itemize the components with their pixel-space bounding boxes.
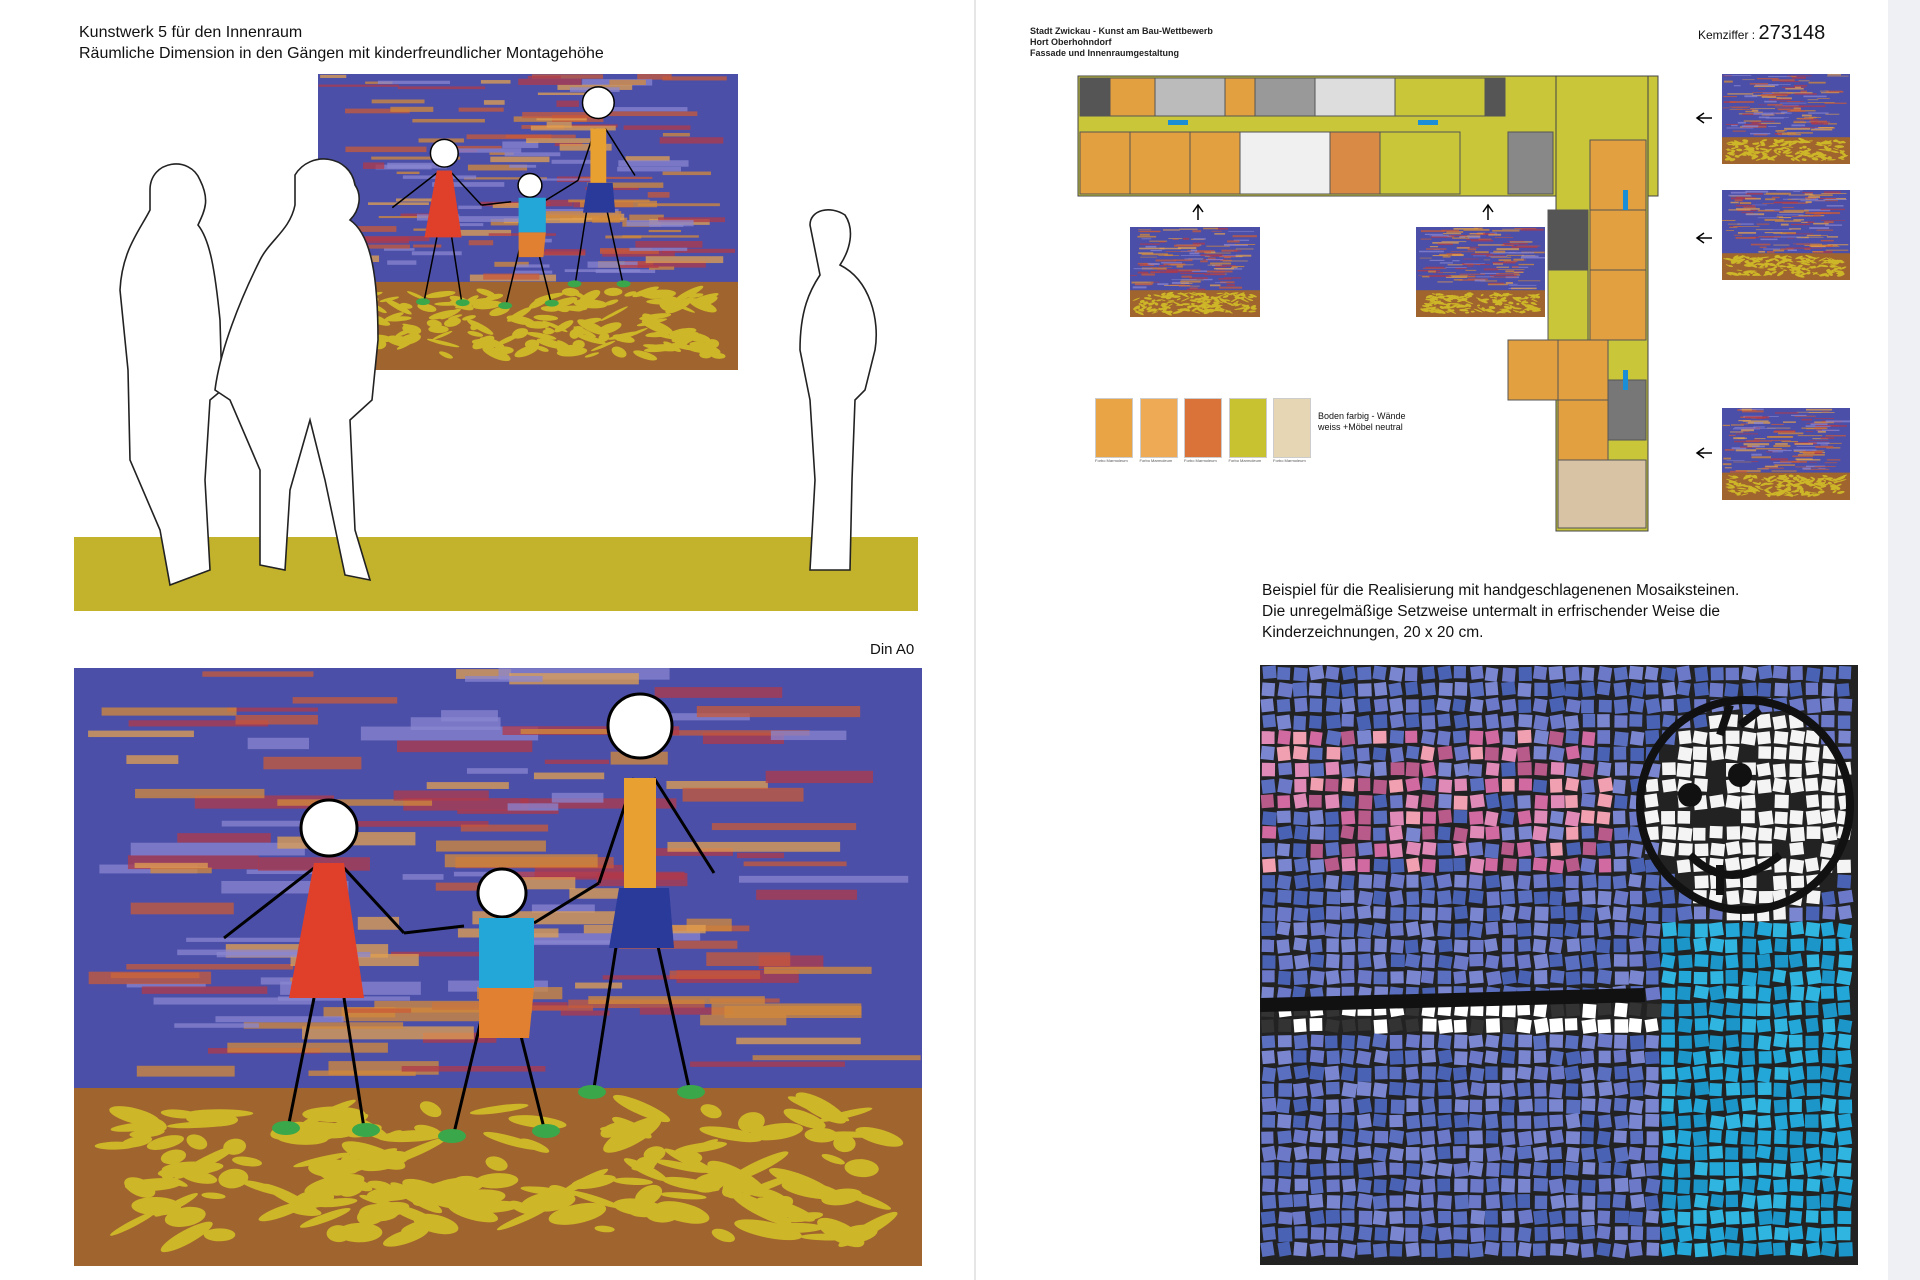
floor-band <box>74 537 918 611</box>
painting-small <box>318 74 738 370</box>
page-divider <box>974 0 976 1280</box>
child-silhouette <box>799 209 878 571</box>
swatch-label: Forbo Marmoleum <box>1228 458 1262 463</box>
arrow-left-icon <box>1695 112 1712 124</box>
swatch-label: Forbo Marmoleum <box>1139 458 1173 463</box>
header-line-1: Stadt Zwickau - Kunst am Bau-Wettbewerb <box>1030 26 1213 36</box>
swatch-color <box>1139 398 1178 458</box>
header-line-2: Hort Oberhohndorf <box>1030 37 1112 47</box>
competition-header: Stadt Zwickau - Kunst am Bau-Wettbewerb … <box>1030 26 1213 59</box>
arrow-left-icon <box>1695 232 1712 244</box>
adult-silhouette <box>214 158 379 582</box>
color-swatch: Forbo Marmoleum <box>1273 398 1313 463</box>
format-label: Din A0 <box>870 641 915 658</box>
left-title: Kunstwerk 5 für den Innenraum Räumliche … <box>79 22 604 64</box>
painting-large <box>74 668 922 1266</box>
legend-line-2: weiss +Möbel neutral <box>1318 422 1403 432</box>
color-swatch: Forbo Marmoleum <box>1095 398 1135 463</box>
swatch-label: Forbo Marmoleum <box>1273 458 1306 463</box>
mosaic-caption: Beispiel für die Realisierung mit handge… <box>1262 580 1739 643</box>
swatch-color <box>1228 398 1267 458</box>
color-swatch: Forbo Marmoleum <box>1139 398 1180 463</box>
arrow-left-icon <box>1695 447 1712 459</box>
thumbnail-football <box>1130 227 1260 317</box>
thumbnail-flowers <box>1416 227 1545 317</box>
mosaic-image <box>1260 665 1858 1265</box>
header-line-3: Fassade und Innenraumgestaltung <box>1030 48 1180 58</box>
swatch-label: Forbo Marmoleum <box>1184 458 1217 463</box>
title-line-2: Räumliche Dimension in den Gängen mit ki… <box>79 45 604 62</box>
swatch-label: Forbo Marmoleum <box>1095 458 1128 463</box>
arrow-up-icon <box>1482 203 1494 220</box>
color-swatch: Forbo Marmoleum <box>1184 398 1224 463</box>
adult-silhouette <box>119 163 223 587</box>
kennziffer: Kemziffer : 273148 <box>1698 22 1825 45</box>
kennziffer-label: Kemziffer : <box>1698 28 1756 42</box>
thumbnail-family <box>1722 408 1850 500</box>
thumbnail-house <box>1722 74 1850 164</box>
caption-line-3: Kinderzeichnungen, 20 x 20 cm. <box>1262 624 1484 641</box>
swatch-color <box>1095 398 1133 458</box>
title-line-1: Kunstwerk 5 für den Innenraum <box>79 24 303 41</box>
legend-line-1: Boden farbig - Wände <box>1318 411 1406 421</box>
arrow-up-icon <box>1192 203 1204 220</box>
color-swatch: Forbo Marmoleum <box>1228 398 1269 463</box>
silhouettes <box>119 158 878 587</box>
thumbnail-bird <box>1722 190 1850 280</box>
page-edge <box>1888 0 1920 1280</box>
swatch-color <box>1184 398 1222 458</box>
caption-line-2: Die unregelmäßige Setzweise untermalt in… <box>1262 603 1721 620</box>
floor-plan <box>1077 75 1659 532</box>
caption-line-1: Beispiel für die Realisierung mit handge… <box>1262 582 1740 599</box>
kennziffer-value: 273148 <box>1758 22 1826 44</box>
floor-legend: Boden farbig - Wände weiss +Möbel neutra… <box>1318 411 1406 433</box>
swatch-color <box>1273 398 1311 458</box>
arrows <box>1192 112 1712 459</box>
